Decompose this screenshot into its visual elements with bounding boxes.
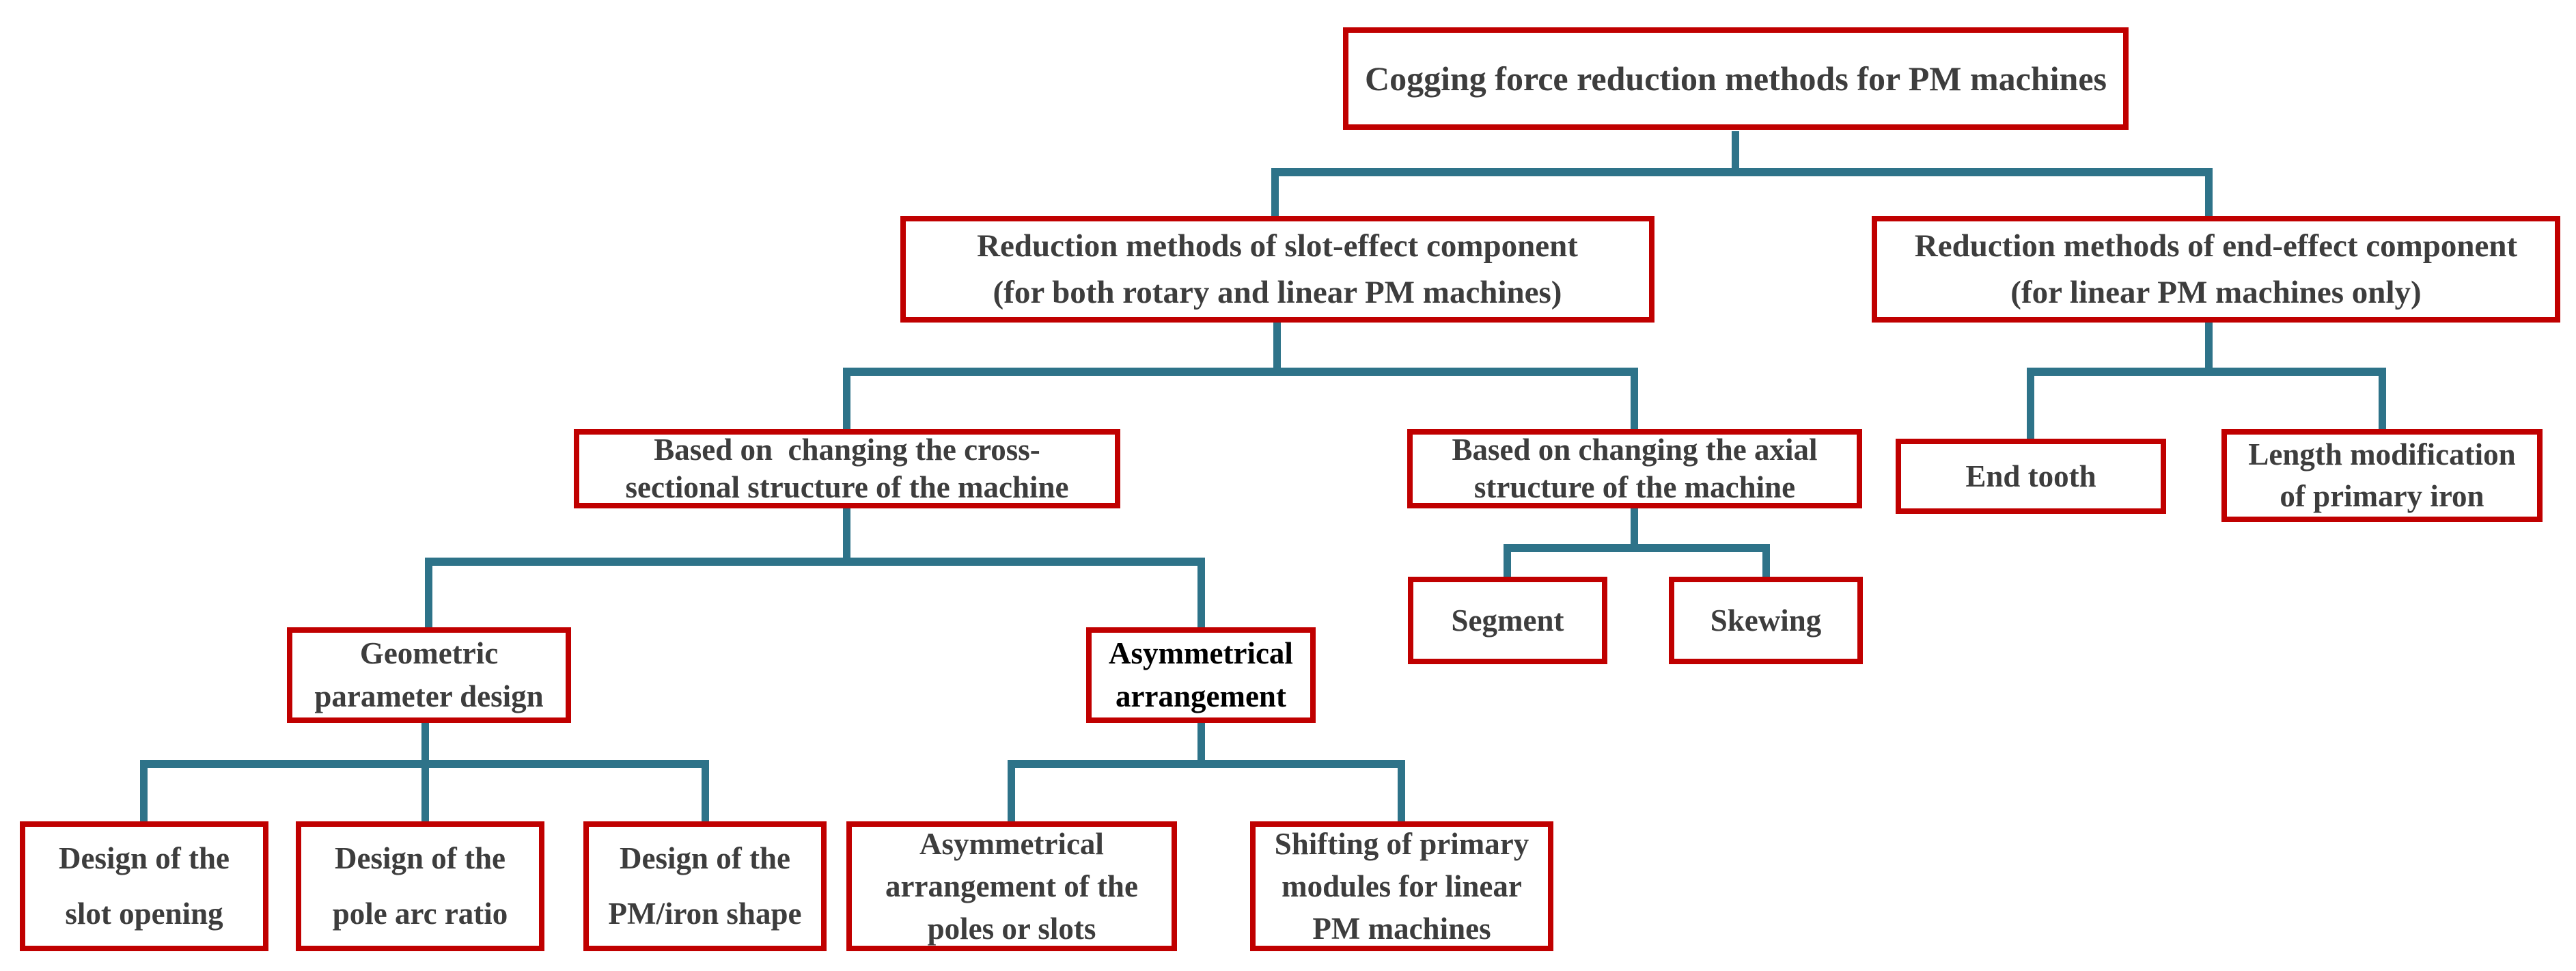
connector-end-effect-drop-left bbox=[2027, 368, 2034, 441]
connector-end-effect-drop-right bbox=[2379, 368, 2386, 432]
node-slot-opening: Design of the slot opening bbox=[20, 821, 268, 951]
connector-root-drop-right bbox=[2205, 168, 2213, 219]
node-asym-poles-slots: Asymmetrical arrangement of the poles or… bbox=[846, 821, 1177, 951]
node-skewing: Skewing bbox=[1669, 577, 1863, 664]
connector-slot-effect-stem bbox=[1273, 320, 1281, 376]
node-segment: Segment bbox=[1408, 577, 1607, 664]
connector-geometric-bar bbox=[140, 760, 709, 768]
connector-cross-sectional-bar bbox=[425, 558, 1205, 566]
node-root: Cogging force reduction methods for PM m… bbox=[1343, 27, 2129, 130]
connector-end-effect-stem bbox=[2205, 320, 2213, 376]
connector-root-bar bbox=[1271, 168, 2213, 176]
connector-slot-effect-drop-right bbox=[1631, 368, 1638, 432]
connector-asymmetrical-bar bbox=[1008, 760, 1405, 768]
node-axial: Based on changing the axial structure of… bbox=[1407, 429, 1862, 508]
connector-axial-stem bbox=[1631, 506, 1638, 552]
connector-axial-bar bbox=[1504, 544, 1770, 552]
node-geometric-parameter: Geometric parameter design bbox=[287, 627, 571, 723]
node-length-modification: Length modification of primary iron bbox=[2221, 429, 2543, 522]
connector-geometric-drop-right bbox=[702, 760, 709, 824]
connector-cross-sectional-drop-left bbox=[425, 558, 432, 630]
node-end-tooth: End tooth bbox=[1896, 439, 2166, 514]
node-end-effect: Reduction methods of end-effect componen… bbox=[1872, 216, 2560, 323]
connector-root-drop-left bbox=[1271, 168, 1279, 219]
connector-slot-effect-bar bbox=[843, 368, 1638, 376]
node-pole-arc-ratio: Design of the pole arc ratio bbox=[296, 821, 544, 951]
connector-asymmetrical-drop-right bbox=[1398, 760, 1405, 824]
connector-slot-effect-drop-left bbox=[843, 368, 850, 432]
node-asymmetrical-arrangement: Asymmetrical arrangement bbox=[1086, 627, 1316, 723]
node-shifting-modules: Shifting of primary modules for linear P… bbox=[1250, 821, 1553, 951]
node-cross-sectional: Based on changing the cross- sectional s… bbox=[574, 429, 1120, 508]
connector-asymmetrical-stem bbox=[1197, 720, 1205, 768]
node-slot-effect: Reduction methods of slot-effect compone… bbox=[900, 216, 1654, 323]
connector-end-effect-bar bbox=[2027, 368, 2386, 376]
connector-geometric-drop-left bbox=[140, 760, 148, 824]
connector-root-stem bbox=[1732, 131, 1739, 172]
connector-axial-drop-right bbox=[1762, 544, 1770, 579]
connector-cross-sectional-stem bbox=[843, 506, 850, 566]
connector-geometric-stem-through bbox=[421, 720, 429, 824]
node-pm-iron-shape: Design of the PM/iron shape bbox=[583, 821, 827, 951]
connector-cross-sectional-drop-right bbox=[1197, 558, 1205, 630]
connector-axial-drop-left bbox=[1504, 544, 1511, 579]
connector-asymmetrical-drop-left bbox=[1008, 760, 1015, 824]
